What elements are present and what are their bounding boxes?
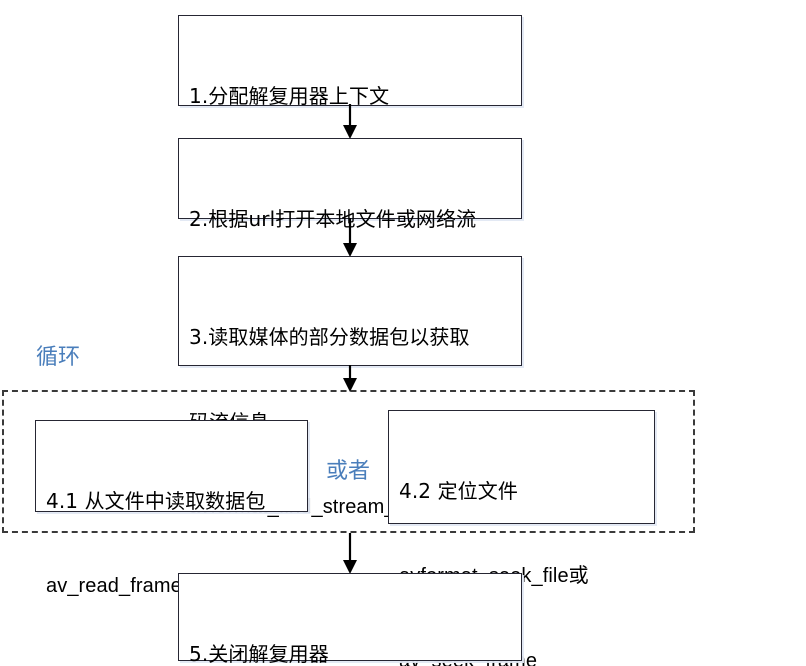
loop-group-container (2, 390, 695, 533)
process-box-step-1[interactable]: 1.分配解复用器上下文 avformat_alloc_context (178, 15, 522, 192)
step-4-1-api: av_read_frame (46, 574, 182, 597)
step-4-2-description: 4.2 定位文件 (399, 478, 518, 503)
arrow-loop-to-step5 (338, 533, 362, 575)
process-box-step-2[interactable]: 2.根据url打开本地文件或网络流 avformat_open_input (178, 138, 522, 315)
process-box-step-4-1[interactable]: 4.1 从文件中读取数据包 av_read_frame (35, 420, 308, 597)
loop-label: 循环 (36, 345, 81, 370)
process-box-step-5[interactable]: 5.关闭解复用器 avformat_close_input (178, 573, 522, 666)
step-2-description: 2.根据url打开本地文件或网络流 (189, 206, 477, 231)
arrow-step2-to-step3 (338, 218, 362, 258)
step-5-description: 5.关闭解复用器 (189, 641, 329, 666)
step-4-1-description: 4.1 从文件中读取数据包 (46, 488, 266, 513)
process-box-step-3[interactable]: 3.读取媒体的部分数据包以获取 码流信息 avformat_find_strea… (178, 256, 522, 518)
arrow-step3-to-loop (338, 365, 362, 393)
or-label: 或者 (326, 459, 371, 484)
process-box-step-4-2[interactable]: 4.2 定位文件 avformat_seek_file或 av_seek_fra… (388, 410, 655, 666)
arrow-step1-to-step2 (338, 104, 362, 140)
step-1-description: 1.分配解复用器上下文 (189, 83, 390, 108)
step-3-description-line-1: 3.读取媒体的部分数据包以获取 (189, 324, 470, 349)
